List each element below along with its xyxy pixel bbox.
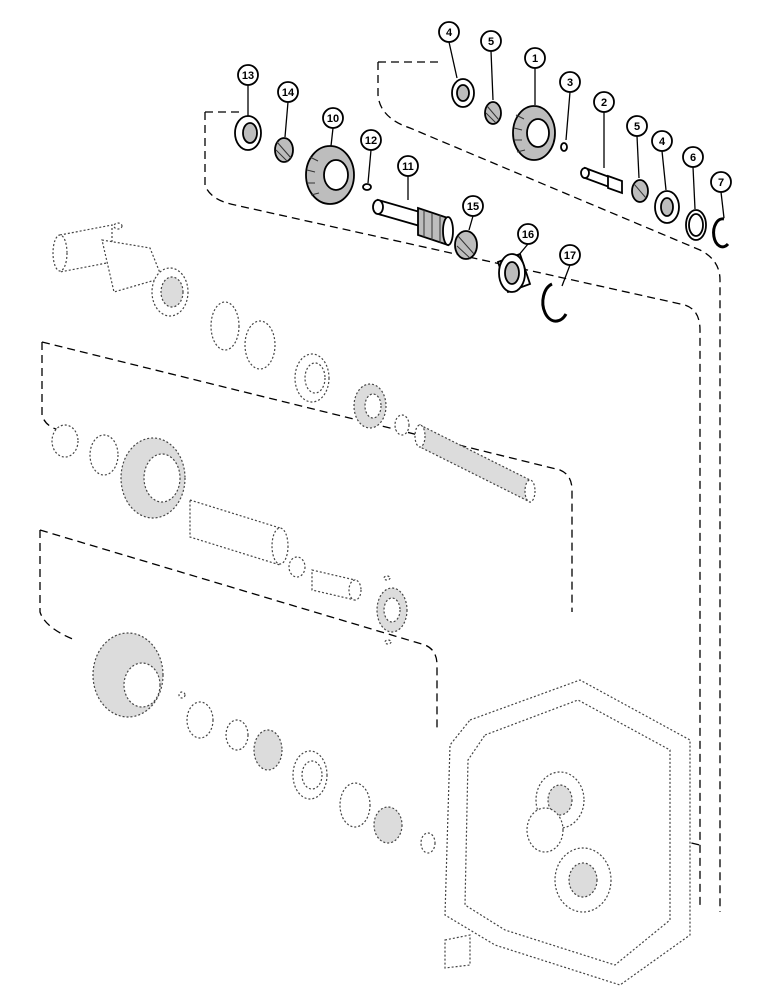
callout-12: 12 [360,129,382,184]
callout-5-top-label: 5 [488,36,494,48]
callout-11-label: 11 [402,161,414,173]
bearing-cone-15 [454,230,478,260]
gear-ghost-lower [92,632,164,718]
bearing-ghost-upper [353,383,410,436]
callout-12-label: 12 [365,135,377,147]
key-12 [362,183,372,191]
bearing-cone-5-top [484,101,502,125]
gearbox-housing-ghost [444,679,691,986]
gear-ghost-middle [120,437,289,566]
callout-10-label: 10 [327,113,339,125]
bearings-ghost-lower [178,691,436,854]
callout-4-right: 4 [651,130,673,191]
snap-ring-17 [541,282,568,323]
callout-3-label: 3 [567,77,573,89]
callout-5-right-label: 5 [634,121,640,133]
callout-1-label: 1 [532,53,538,65]
callout-4-right-label: 4 [659,136,666,148]
splined-shaft-ghost [414,424,536,503]
callout-16-label: 16 [522,229,534,241]
callout-15-label: 15 [467,201,479,213]
callout-13-label: 13 [242,70,254,82]
callout-14: 14 [277,81,299,138]
callout-10: 10 [322,107,344,147]
callout-6: 6 [682,146,704,210]
callout-17-label: 17 [564,250,576,262]
bearing-cone-14 [274,137,294,163]
callout-14-label: 14 [282,87,295,99]
bearing-cup-4-right [654,190,680,224]
shim-6 [685,209,707,241]
callout-1: 1 [524,47,546,105]
gear-10 [305,145,355,205]
callout-5-right: 5 [626,115,648,179]
callout-13: 13 [237,64,259,116]
snap-ring-7 [712,217,730,249]
key-3 [560,142,568,152]
gear-1 [512,105,556,161]
callout-2-label: 2 [601,97,607,109]
sleeve-housing-ghost [52,222,163,293]
bearing-cone-5-right [631,179,649,203]
callout-2: 2 [593,91,615,168]
bearing-cup-16 [496,252,532,294]
callout-7: 7 [710,171,732,219]
rings-ghost-upper [210,301,330,403]
seal-ghost [151,267,189,317]
shaft-2 [580,166,623,195]
rings-ghost-middle [51,424,119,476]
spacers-ghost [288,556,408,645]
callout-3: 3 [559,71,581,141]
callout-11: 11 [397,155,419,200]
callout-5-top: 5 [480,30,502,101]
bearing-cup-4-top [451,78,475,108]
callout-6-label: 6 [690,152,696,164]
callout-17: 17 [559,244,581,287]
callout-4-top-label: 4 [446,27,453,39]
callout-15: 15 [462,195,484,231]
bearing-cup-13 [234,115,262,151]
callout-16: 16 [517,223,539,257]
callout-4-top: 4 [438,21,460,79]
callout-7-label: 7 [718,177,724,189]
shaft-11 [372,198,454,247]
